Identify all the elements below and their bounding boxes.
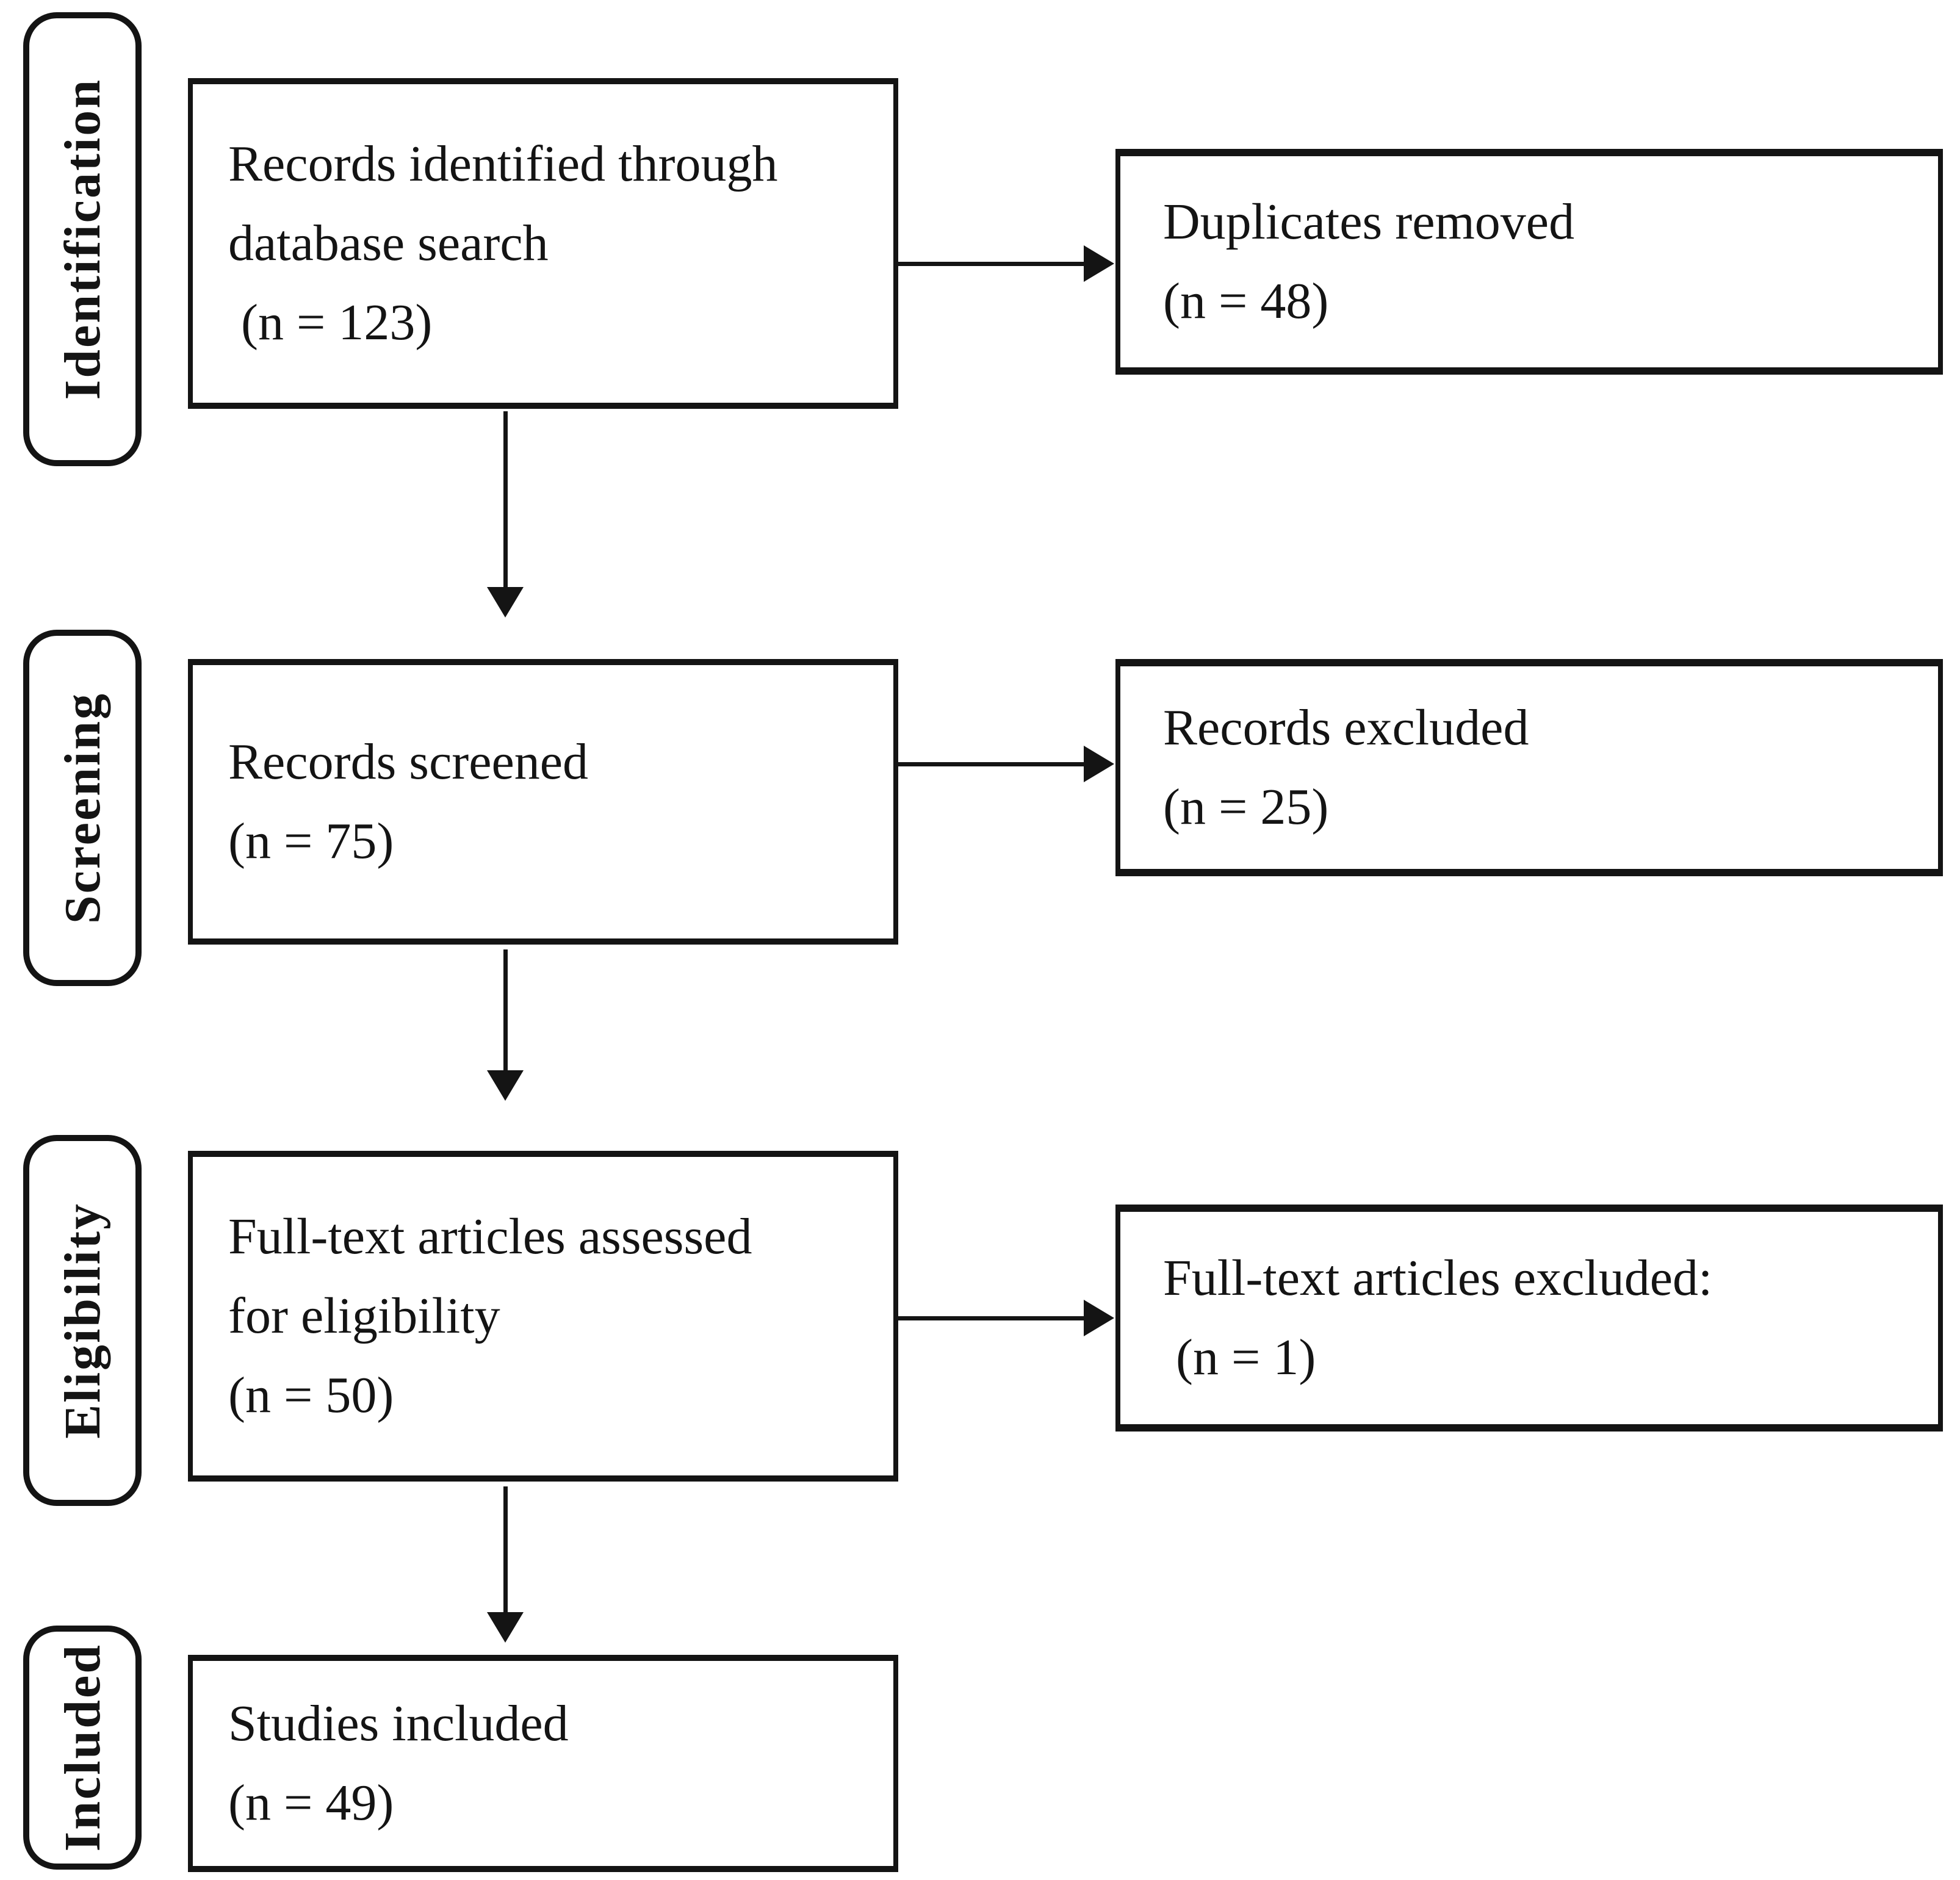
box-studies-included: Studies included (n = 49) — [188, 1655, 898, 1872]
box-studies-included-line: Studies included — [228, 1695, 569, 1752]
stage-label-eligibility-text: Eligibility — [54, 1202, 111, 1439]
box-duplicates-removed-line: (n = 48) — [1163, 273, 1329, 330]
flow-arrow-screened-to-excluded-line — [898, 762, 1087, 766]
stage-label-included: Included — [23, 1626, 142, 1870]
box-fulltext-assessed: Full-text articles assessed for eligibil… — [188, 1151, 898, 1482]
box-fulltext-excluded-line: Full-text articles excluded: — [1163, 1249, 1713, 1306]
box-fulltext-assessed-line: Full-text articles assessed — [228, 1208, 752, 1265]
box-records-excluded-line: (n = 25) — [1163, 779, 1329, 835]
flow-arrow-fulltext-to-excluded-line — [898, 1316, 1087, 1320]
box-records-screened-line: (n = 75) — [228, 813, 394, 870]
stage-label-eligibility: Eligibility — [23, 1135, 142, 1506]
stage-label-screening-text: Screening — [54, 691, 111, 924]
box-fulltext-assessed-line: (n = 50) — [228, 1367, 394, 1424]
box-records-excluded: Records excluded (n = 25) — [1115, 659, 1943, 876]
box-records-excluded-line: Records excluded — [1163, 699, 1529, 756]
box-records-screened: Records screened (n = 75) — [188, 659, 898, 945]
flow-arrow-identified-to-screened-line — [503, 411, 508, 589]
flow-arrow-screened-to-fulltext-line — [503, 949, 508, 1073]
box-records-identified-line: (n = 123) — [228, 294, 433, 351]
flow-arrow-identified-to-duplicates-line — [898, 262, 1087, 266]
flow-arrow-fulltext-to-included-head — [487, 1612, 524, 1643]
flow-arrow-fulltext-to-excluded-head — [1084, 1300, 1114, 1336]
box-records-identified-line: database search — [228, 214, 549, 272]
flow-arrow-screened-to-fulltext-head — [487, 1070, 524, 1101]
box-fulltext-excluded-line: (n = 1) — [1163, 1329, 1316, 1386]
box-fulltext-assessed-line: for eligibility — [228, 1287, 500, 1344]
stage-label-included-text: Included — [54, 1643, 111, 1852]
stage-label-identification: Identification — [23, 12, 142, 466]
stage-label-screening: Screening — [23, 630, 142, 986]
flow-arrow-identified-to-duplicates-head — [1084, 245, 1114, 282]
stage-label-identification-text: Identification — [54, 78, 111, 400]
box-records-identified: Records identified through database sear… — [188, 78, 898, 409]
flow-arrow-screened-to-excluded-head — [1084, 746, 1114, 782]
box-duplicates-removed: Duplicates removed (n = 48) — [1115, 149, 1943, 375]
box-records-identified-line: Records identified through — [228, 135, 778, 192]
flow-arrow-fulltext-to-included-line — [503, 1486, 508, 1615]
box-records-screened-line: Records screened — [228, 733, 589, 790]
box-fulltext-excluded: Full-text articles excluded: (n = 1) — [1115, 1205, 1943, 1432]
box-duplicates-removed-line: Duplicates removed — [1163, 193, 1575, 250]
flow-arrow-identified-to-screened-head — [487, 587, 524, 618]
box-studies-included-line: (n = 49) — [228, 1774, 394, 1831]
